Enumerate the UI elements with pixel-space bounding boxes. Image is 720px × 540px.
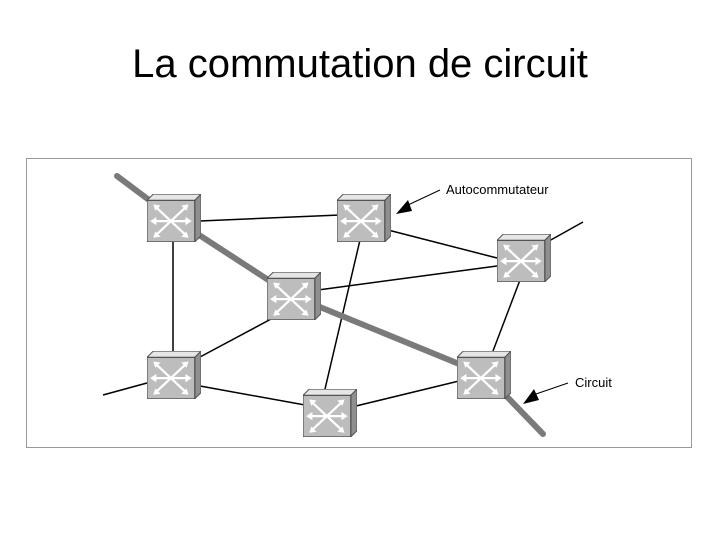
switch-icon	[337, 194, 391, 242]
switch-icon	[147, 351, 201, 399]
link	[317, 265, 498, 291]
switch-icon	[497, 234, 551, 282]
network-links	[102, 214, 584, 407]
slide-title: La commutation de circuit	[132, 42, 588, 86]
arrow-icon	[396, 200, 412, 214]
switch-callout: Autocommutateur	[396, 182, 549, 214]
link	[199, 385, 306, 406]
circuit-callout: Circuit	[523, 375, 612, 404]
switch-icon	[303, 389, 357, 437]
link	[199, 214, 341, 222]
link	[199, 317, 274, 358]
arrow-icon	[523, 389, 539, 404]
switch-icon	[147, 194, 201, 242]
switch-icon	[267, 272, 321, 320]
link	[548, 221, 584, 242]
circuit-label: Circuit	[575, 375, 612, 390]
switch-label: Autocommutateur	[446, 182, 549, 197]
link	[102, 382, 148, 396]
link	[355, 380, 460, 407]
link	[492, 279, 521, 352]
link	[387, 229, 498, 259]
switch-icon	[457, 351, 511, 399]
